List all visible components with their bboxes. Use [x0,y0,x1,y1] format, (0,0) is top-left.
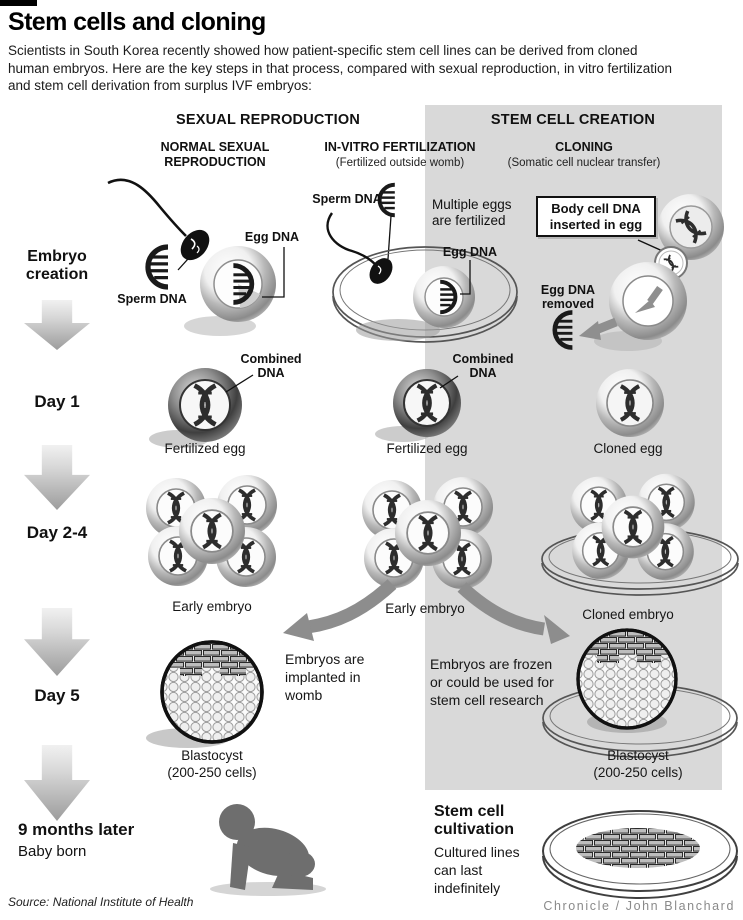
fertilized-egg-normal-icon [149,368,242,448]
leader-line [177,248,198,271]
body-cell-dna-callout: Body cell DNA inserted in egg [536,196,656,238]
note-frozen: Embryos are frozen or could be used for … [430,656,554,709]
egg-cell-ivf [413,266,475,328]
caption-fertilized-egg-ivf: Fertilized egg [386,441,468,456]
section-stem-cell-creation: STEM CELL CREATION [490,112,656,128]
top-rule [0,0,37,6]
leader-line [262,247,285,298]
sperm-ivf-icon [326,212,393,284]
dish-shadow [356,319,440,341]
row-day2-4: Day 2-4 [26,523,88,542]
caption-cloned-embryo: Cloned embryo [582,607,674,622]
page-title: Stem cells and cloning [8,8,266,36]
blastocyst-normal-icon [146,640,264,748]
cloned-embryo-icon [570,474,694,580]
early-embryo-normal-icon [146,475,277,587]
egg-dna-removed-label: Egg DNA removed [540,283,596,312]
row-day1: Day 1 [34,392,80,411]
multiple-eggs-label: Multiple eggs are fertilized [432,197,512,229]
caption-blastocyst: Blastocyst (200-250 cells) [167,748,256,782]
leader-line [225,374,254,393]
cloned-egg-icon [596,369,664,437]
blastocyst-clone-icon [576,628,678,730]
curved-arrow-implant [283,579,397,641]
baby-born-label: Baby born [18,843,87,860]
sperm-dna-label: Sperm DNA [117,292,187,306]
blastocyst-line2: (200-250 cells) [167,764,257,780]
sperm-dna-ivf-label: Sperm DNA [312,192,382,206]
early-embryo-ivf-icon [362,477,493,589]
recipient-egg-icon [594,262,687,351]
leader-line [460,260,471,295]
cultivation-body: Cultured lines can last indefinitely [434,844,520,897]
sperm-icon [107,178,210,261]
egg-dna-ivf-label: Egg DNA [442,245,498,259]
blastocyst-clone-line2: (200-250 cells) [593,764,683,780]
blastocyst-clone-line1: Blastocyst [607,748,669,763]
leader-line [387,215,392,260]
body-cell-icon [658,194,724,260]
caption-early-embryo-ivf: Early embryo [385,601,465,616]
leader-line [439,375,459,389]
column-cloning-subtitle: (Somatic cell nuclear transfer) [507,157,661,169]
blastocyst-line1: Blastocyst [181,748,243,763]
sperm-dna-ivf-icon [377,182,397,218]
column-ivf-subtitle: (Fertilized outside womb) [335,157,465,169]
caption-fertilized-egg: Fertilized egg [164,441,246,456]
row-embryo-creation: Embryo creation [25,248,89,284]
credit-line: Chronicle / John Blanchard [543,899,735,913]
note-implanted: Embryos are implanted in womb [285,651,365,704]
row-day5: Day 5 [34,686,80,705]
cultivation-title: Stem cell cultivation [434,803,515,839]
egg-dna-removed-arrow [579,317,618,340]
source-line: Source: National Institute of Health [8,895,194,909]
column-normal-title: NORMAL SEXUAL REPRODUCTION [160,140,270,169]
combined-dna-label: Combined DNA [240,352,302,381]
combined-dna-ivf-label: Combined DNA [452,352,514,381]
section-sexual-reproduction: SEXUAL REPRODUCTION [176,112,360,128]
column-cloning-title: CLONING [555,140,613,154]
egg-cell-normal [184,246,276,336]
baby-icon [210,804,326,896]
caption-early-embryo: Early embryo [172,599,252,614]
caption-blastocyst-clone: Blastocyst (200-250 cells) [593,748,682,782]
curved-arrow-freeze [457,582,570,644]
removed-dna-icon [555,312,573,347]
sperm-dna-icon [148,247,168,287]
egg-dna-label: Egg DNA [244,230,300,244]
row-nine-months: 9 months later [18,820,135,839]
caption-cloned-egg: Cloned egg [593,441,663,456]
petri-dish-cultivation-icon [542,810,738,899]
column-ivf-title: IN-VITRO FERTILIZATION [324,140,476,154]
intro-text: Scientists in South Korea recently showe… [8,43,673,94]
